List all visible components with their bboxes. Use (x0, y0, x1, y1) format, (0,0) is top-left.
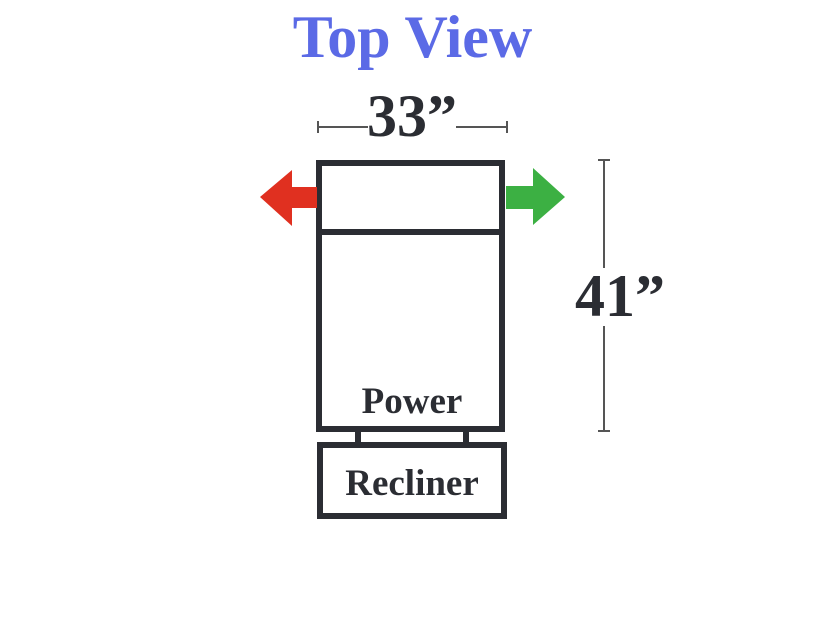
depth-dimension-line (598, 159, 610, 432)
recliner-label: Recliner (345, 463, 479, 504)
power-label: Power (361, 381, 463, 422)
arrow-left-icon (260, 170, 317, 226)
width-dimension-line (317, 121, 508, 133)
arrow-right-icon (506, 168, 565, 225)
depth-dimension-label: 41” (575, 263, 665, 329)
footrest-outline (317, 442, 507, 519)
width-dimension-label: 33” (367, 83, 457, 149)
chair-back-outline (316, 160, 505, 235)
page-title: Top View (292, 4, 533, 70)
